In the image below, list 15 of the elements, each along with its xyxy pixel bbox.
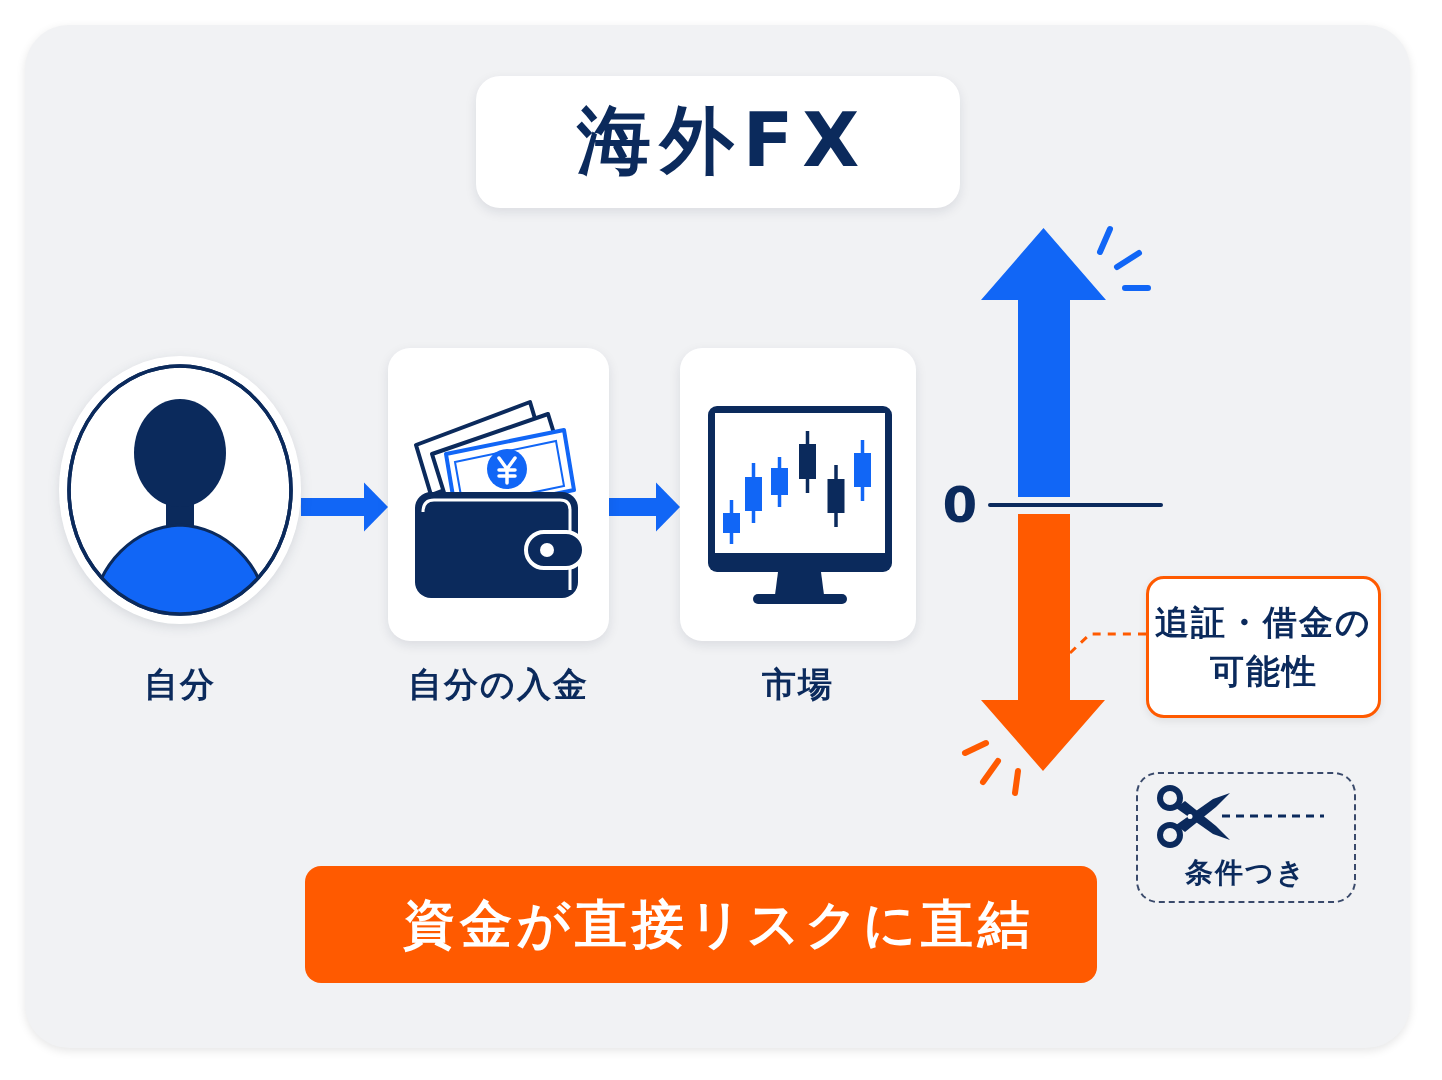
node-label: 市場 (762, 664, 834, 704)
axis-label: 0 (942, 477, 978, 533)
banner: 資金が直接リスクに直結 (305, 866, 1097, 983)
label: 条件つき (1185, 856, 1307, 890)
title: 海外FX (476, 76, 960, 208)
dashed-box (1136, 772, 1356, 903)
arrow (301, 482, 388, 532)
picture-card (680, 348, 916, 641)
callout-box: 追証・借金の可能性 (1146, 576, 1381, 718)
leader-line (1068, 632, 1146, 655)
node-label: 自分の入金 (408, 664, 589, 704)
node-label: 自分 (144, 664, 216, 704)
picture-card (388, 348, 609, 641)
arrow (609, 482, 680, 532)
avatar (58, 355, 302, 625)
